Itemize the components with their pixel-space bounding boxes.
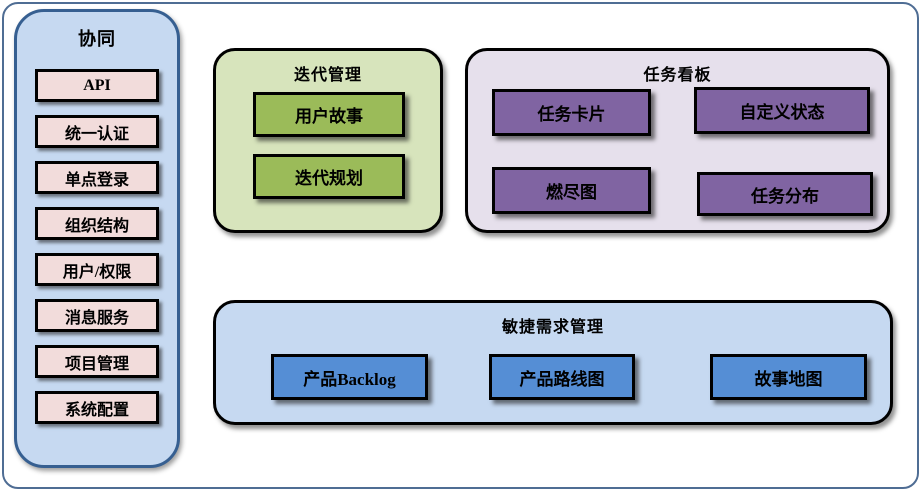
sidebar-collaboration: 协同 API 统一认证 单点登录 组织结构 用户/权限 消息服务 项目管理 系统… xyxy=(14,9,180,468)
chip-task-card: 任务卡片 xyxy=(492,89,651,136)
sidebar-item-sso: 单点登录 xyxy=(35,161,159,194)
group-kanban-title: 任务看板 xyxy=(643,67,712,84)
sidebar-item-org-structure: 组织结构 xyxy=(35,207,159,240)
sidebar-item-list: API 统一认证 单点登录 组织结构 用户/权限 消息服务 项目管理 系统配置 xyxy=(17,69,177,424)
chip-custom-status: 自定义状态 xyxy=(694,87,870,134)
group-task-kanban: 任务看板 任务卡片 自定义状态 燃尽图 任务分布 xyxy=(465,48,890,233)
sidebar-item-project-management: 项目管理 xyxy=(35,345,159,378)
sidebar-item-user-permissions: 用户/权限 xyxy=(35,253,159,286)
group-iteration-title: 迭代管理 xyxy=(293,67,362,84)
group-requirements-title: 敏捷需求管理 xyxy=(501,319,604,336)
group-agile-requirements: 敏捷需求管理 产品Backlog 产品路线图 故事地图 xyxy=(213,300,893,425)
chip-task-distribution: 任务分布 xyxy=(697,172,873,216)
sidebar-title: 协同 xyxy=(78,29,116,49)
sidebar-item-unified-auth: 统一认证 xyxy=(35,115,159,148)
chip-story-map: 故事地图 xyxy=(710,354,867,400)
sidebar-item-message-service: 消息服务 xyxy=(35,299,159,332)
sidebar-item-api: API xyxy=(35,69,159,102)
chip-product-backlog: 产品Backlog xyxy=(271,354,428,400)
chip-iteration-planning: 迭代规划 xyxy=(253,154,405,199)
chip-burndown-chart: 燃尽图 xyxy=(492,167,651,214)
group-iteration-management: 迭代管理 用户故事 迭代规划 xyxy=(213,48,443,233)
chip-product-roadmap: 产品路线图 xyxy=(489,354,635,400)
sidebar-item-system-config: 系统配置 xyxy=(35,391,159,424)
chip-user-story: 用户故事 xyxy=(253,92,405,137)
